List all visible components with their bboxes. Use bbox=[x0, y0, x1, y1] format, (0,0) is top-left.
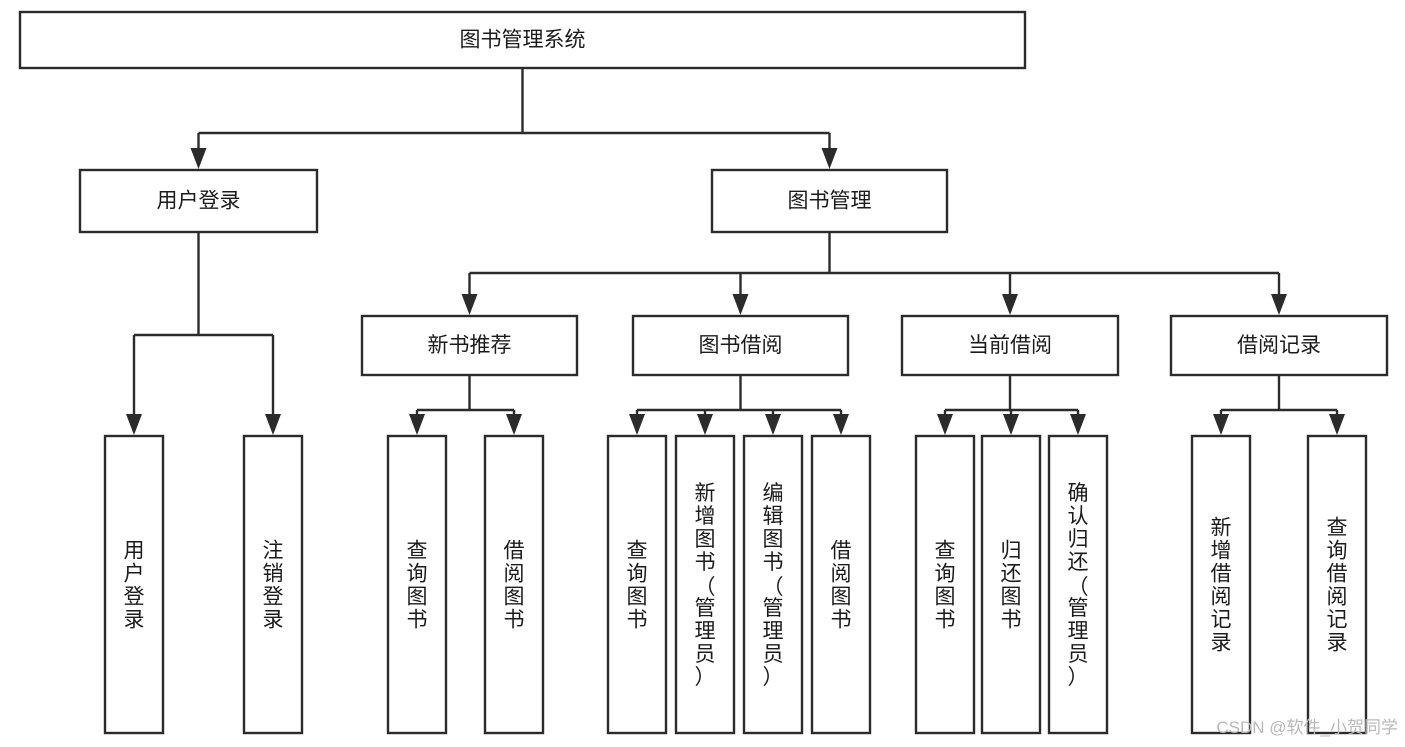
node-label: 图书管理系统 bbox=[460, 29, 586, 52]
node-leaf-8-查询图书[interactable]: 查询图书 bbox=[914, 434, 976, 735]
node-box bbox=[1047, 434, 1109, 735]
node-box bbox=[631, 314, 850, 377]
nodes-layer: 图书管理系统用户登录图书管理新书推荐图书借阅当前借阅借阅记录用户登录注销登录查询… bbox=[18, 10, 1389, 735]
node-leaf-3-借阅图书[interactable]: 借阅图书 bbox=[483, 434, 545, 735]
node-leaf-9-归还图书[interactable]: 归还图书 bbox=[980, 434, 1042, 735]
node-box bbox=[674, 434, 736, 735]
node-label: 查询借阅记录 bbox=[1327, 517, 1348, 655]
node-box bbox=[900, 314, 1120, 377]
node-box bbox=[742, 434, 804, 735]
node-box bbox=[710, 168, 949, 234]
node-box bbox=[914, 434, 976, 735]
arrow-head-icon bbox=[937, 414, 953, 435]
arrow-head-icon bbox=[461, 294, 478, 315]
arrow-head-icon bbox=[1002, 294, 1018, 315]
arrow-head-icon bbox=[506, 414, 522, 435]
node-l3-1-图书借阅[interactable]: 图书借阅 bbox=[631, 314, 850, 377]
node-box bbox=[78, 168, 319, 234]
node-label: 查询图书 bbox=[407, 540, 428, 632]
node-label: 归还图书 bbox=[1001, 540, 1022, 632]
arrow-head-icon bbox=[190, 148, 207, 169]
node-label: 借阅图书 bbox=[504, 540, 525, 632]
node-box bbox=[386, 434, 448, 735]
node-root-0-图书管理系统[interactable]: 图书管理系统 bbox=[18, 10, 1027, 70]
node-label: 新增图书（管理员） bbox=[695, 482, 716, 689]
arrow-head-icon bbox=[409, 414, 425, 435]
node-box bbox=[980, 434, 1042, 735]
node-box bbox=[18, 10, 1027, 70]
node-label: 注销登录 bbox=[263, 540, 284, 632]
node-box bbox=[1306, 434, 1368, 735]
node-l3-0-新书推荐[interactable]: 新书推荐 bbox=[360, 314, 579, 377]
arrow-head-icon bbox=[1070, 414, 1086, 435]
node-leaf-0-用户登录[interactable]: 用户登录 bbox=[103, 434, 165, 735]
node-leaf-10-确认归还管理员[interactable]: 确认归还（管理员） bbox=[1047, 434, 1109, 735]
node-leaf-2-查询图书[interactable]: 查询图书 bbox=[386, 434, 448, 735]
node-label: 当前借阅 bbox=[968, 334, 1052, 357]
arrow-head-icon bbox=[732, 294, 749, 315]
node-box bbox=[1169, 314, 1389, 377]
node-l2-1-图书管理[interactable]: 图书管理 bbox=[710, 168, 949, 234]
node-box bbox=[810, 434, 872, 735]
node-leaf-12-查询借阅记录[interactable]: 查询借阅记录 bbox=[1306, 434, 1368, 735]
arrow-head-icon bbox=[765, 414, 781, 435]
node-l3-2-当前借阅[interactable]: 当前借阅 bbox=[900, 314, 1120, 377]
arrow-head-icon bbox=[1003, 414, 1019, 435]
node-label: 借阅记录 bbox=[1237, 334, 1321, 357]
node-l3-3-借阅记录[interactable]: 借阅记录 bbox=[1169, 314, 1389, 377]
node-box bbox=[103, 434, 165, 735]
node-box bbox=[242, 434, 304, 735]
node-label: 查询图书 bbox=[627, 540, 648, 632]
csdn-watermark: CSDN @软件_小贺同学 bbox=[1216, 718, 1398, 737]
node-leaf-6-编辑图书管理员[interactable]: 编辑图书（管理员） bbox=[742, 434, 804, 735]
arrow-head-icon bbox=[126, 414, 142, 435]
arrow-head-icon bbox=[1329, 414, 1345, 435]
node-box bbox=[1190, 434, 1252, 735]
node-leaf-7-借阅图书[interactable]: 借阅图书 bbox=[810, 434, 872, 735]
arrow-head-icon bbox=[1271, 294, 1287, 315]
node-leaf-1-注销登录[interactable]: 注销登录 bbox=[242, 434, 304, 735]
node-label: 新书推荐 bbox=[428, 334, 512, 357]
node-box bbox=[483, 434, 545, 735]
arrow-head-icon bbox=[697, 414, 713, 435]
node-box bbox=[606, 434, 668, 735]
node-leaf-11-新增借阅记录[interactable]: 新增借阅记录 bbox=[1190, 434, 1252, 735]
node-label: 图书借阅 bbox=[699, 334, 783, 357]
node-label: 用户登录 bbox=[124, 540, 145, 632]
node-label: 借阅图书 bbox=[831, 540, 852, 632]
node-box bbox=[360, 314, 579, 377]
node-label: 编辑图书（管理员） bbox=[763, 482, 784, 689]
arrow-head-icon bbox=[821, 148, 838, 169]
arrow-head-icon bbox=[833, 414, 849, 435]
node-leaf-5-新增图书管理员[interactable]: 新增图书（管理员） bbox=[674, 434, 736, 735]
node-label: 确认归还（管理员） bbox=[1068, 482, 1089, 689]
node-label: 图书管理 bbox=[788, 190, 872, 213]
connectors-layer bbox=[126, 68, 1345, 435]
arrow-head-icon bbox=[1213, 414, 1229, 435]
arrow-head-icon bbox=[629, 414, 645, 435]
node-label: 新增借阅记录 bbox=[1211, 517, 1232, 655]
arrow-head-icon bbox=[265, 414, 281, 435]
node-label: 用户登录 bbox=[157, 190, 241, 213]
node-l2-0-用户登录[interactable]: 用户登录 bbox=[78, 168, 319, 234]
node-leaf-4-查询图书[interactable]: 查询图书 bbox=[606, 434, 668, 735]
node-label: 查询图书 bbox=[935, 540, 956, 632]
